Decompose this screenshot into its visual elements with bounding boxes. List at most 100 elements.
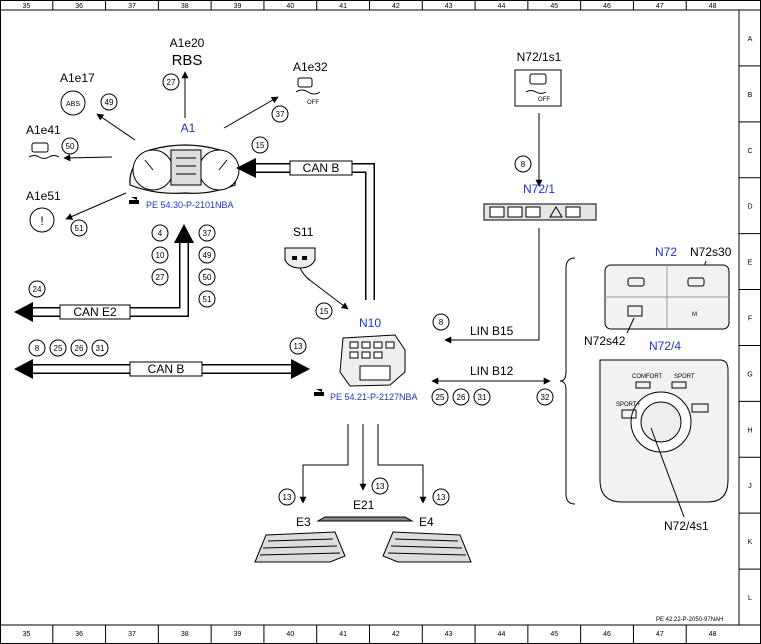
row-tick: F: [748, 316, 752, 323]
warning-glyph: !: [40, 214, 43, 228]
column-tick: 37: [128, 631, 136, 638]
callout-13-e3: 13: [283, 493, 292, 502]
callout-49: 49: [105, 98, 114, 107]
column-tick: 37: [128, 3, 136, 10]
callout-4: 4: [158, 229, 163, 238]
abs-icon: [60, 90, 86, 116]
row-tick: B: [748, 92, 753, 99]
n72-1-switch-panel: [483, 203, 597, 221]
n10-reference[interactable]: PE 54.21-P-2127NBA: [330, 392, 418, 402]
can-e2-label: CAN E2: [73, 305, 117, 319]
row-tick: A: [748, 36, 753, 43]
e3-lamp-icon: [254, 531, 346, 563]
callout-31: 31: [96, 344, 105, 353]
callout-27: 27: [156, 273, 165, 282]
n72-4-comfort-text: COMFORT: [632, 374, 663, 380]
can-b-main-label: CAN B: [148, 362, 185, 376]
s11-label: S11: [293, 225, 314, 239]
e4-label: E4: [419, 515, 434, 529]
n72-4-sport-text: SPORT: [674, 374, 695, 380]
a1e41-label: A1e41: [26, 123, 61, 137]
lin-b12-label: LIN B12: [470, 364, 514, 378]
n72-1s1-off: OFF: [538, 97, 550, 103]
n72-4-sportplus-text: SPORT+: [616, 402, 641, 408]
column-tick: 44: [498, 3, 506, 10]
e4-lamp-icon: [382, 531, 472, 563]
callout-32: 32: [541, 393, 550, 402]
n72s42-label: N72s42: [584, 334, 626, 348]
row-tick: H: [747, 427, 752, 434]
callout-49: 49: [203, 251, 212, 260]
callout-31: 31: [478, 393, 487, 402]
column-tick: 43: [445, 631, 453, 638]
column-tick: 40: [286, 631, 294, 638]
svg-text:M: M: [692, 312, 697, 318]
can-b-top-label: CAN B: [303, 161, 340, 175]
column-tick: 41: [339, 3, 347, 10]
document-id: PE 42.22-P-2050-97NAH: [656, 617, 723, 623]
column-tick: 39: [234, 3, 242, 10]
column-tick: 35: [22, 631, 30, 638]
callout-50: 50: [203, 273, 212, 282]
callout-25: 25: [54, 344, 63, 353]
callout-37: 37: [203, 229, 212, 238]
n72s30-label: N72s30: [690, 245, 732, 259]
column-tick: 35: [22, 3, 30, 10]
callout-24: 24: [33, 285, 42, 294]
column-tick: 46: [603, 631, 611, 638]
warning-icon: [29, 207, 55, 233]
a1-instrument-cluster: [129, 144, 240, 194]
column-tick: 45: [550, 631, 558, 638]
column-tick: 46: [603, 3, 611, 10]
callout-37: 37: [276, 110, 285, 119]
n72-1-label: N72/1: [523, 182, 555, 196]
n72-4-control-panel: [599, 359, 729, 503]
callout-8: 8: [35, 344, 40, 353]
column-tick: 36: [75, 631, 83, 638]
column-tick: 48: [709, 631, 717, 638]
a1-reference[interactable]: PE 54.30-P-2101NBA: [146, 200, 234, 210]
n72-label: N72: [655, 245, 677, 259]
a1e17-label: A1e17: [60, 71, 95, 85]
a1e20-rbs-text: RBS: [172, 52, 203, 69]
a1e51-label: A1e51: [26, 189, 61, 203]
callout-27: 27: [167, 78, 176, 87]
n72-4-label: N72/4: [649, 339, 681, 353]
callout-26: 26: [457, 393, 466, 402]
row-tick: L: [748, 595, 752, 602]
callout-8-lin: 8: [439, 318, 444, 327]
e21-lamp-icon: [316, 516, 414, 522]
lin-b12-callouts: 25 26 31: [431, 388, 491, 406]
n72-switch-panel: M: [604, 264, 730, 330]
e3-label: E3: [296, 515, 311, 529]
row-tick: D: [747, 204, 752, 211]
callout-25: 25: [436, 393, 445, 402]
callout-51: 51: [75, 224, 84, 233]
a1e32-off-text: OFF: [307, 100, 319, 106]
row-tick: E: [748, 260, 753, 267]
callout-51: 51: [203, 295, 212, 304]
car-off-icon: [295, 77, 321, 95]
row-tick: G: [747, 371, 752, 378]
column-tick: 40: [286, 3, 294, 10]
callout-13-e21: 13: [376, 482, 385, 491]
n72-4s1-label: N72/4s1: [664, 519, 709, 533]
a1e32-label: A1e32: [293, 60, 328, 74]
s11-connector-icon: [284, 247, 316, 281]
can-b-callouts: 8 25 26 31: [28, 339, 109, 357]
callout-50: 50: [66, 142, 75, 151]
column-tick: 47: [656, 631, 664, 638]
row-tick: C: [747, 148, 752, 155]
column-tick: 39: [234, 631, 242, 638]
column-tick: 38: [181, 3, 189, 10]
pointer-icon: [314, 389, 324, 396]
column-tick: 41: [339, 631, 347, 638]
lin-b15-bus: [444, 228, 540, 344]
column-tick: 43: [445, 3, 453, 10]
lin-b15-label: LIN B15: [470, 324, 514, 338]
callout-26: 26: [75, 344, 84, 353]
callout-13-canb: 13: [294, 342, 303, 351]
column-tick: 44: [498, 631, 506, 638]
